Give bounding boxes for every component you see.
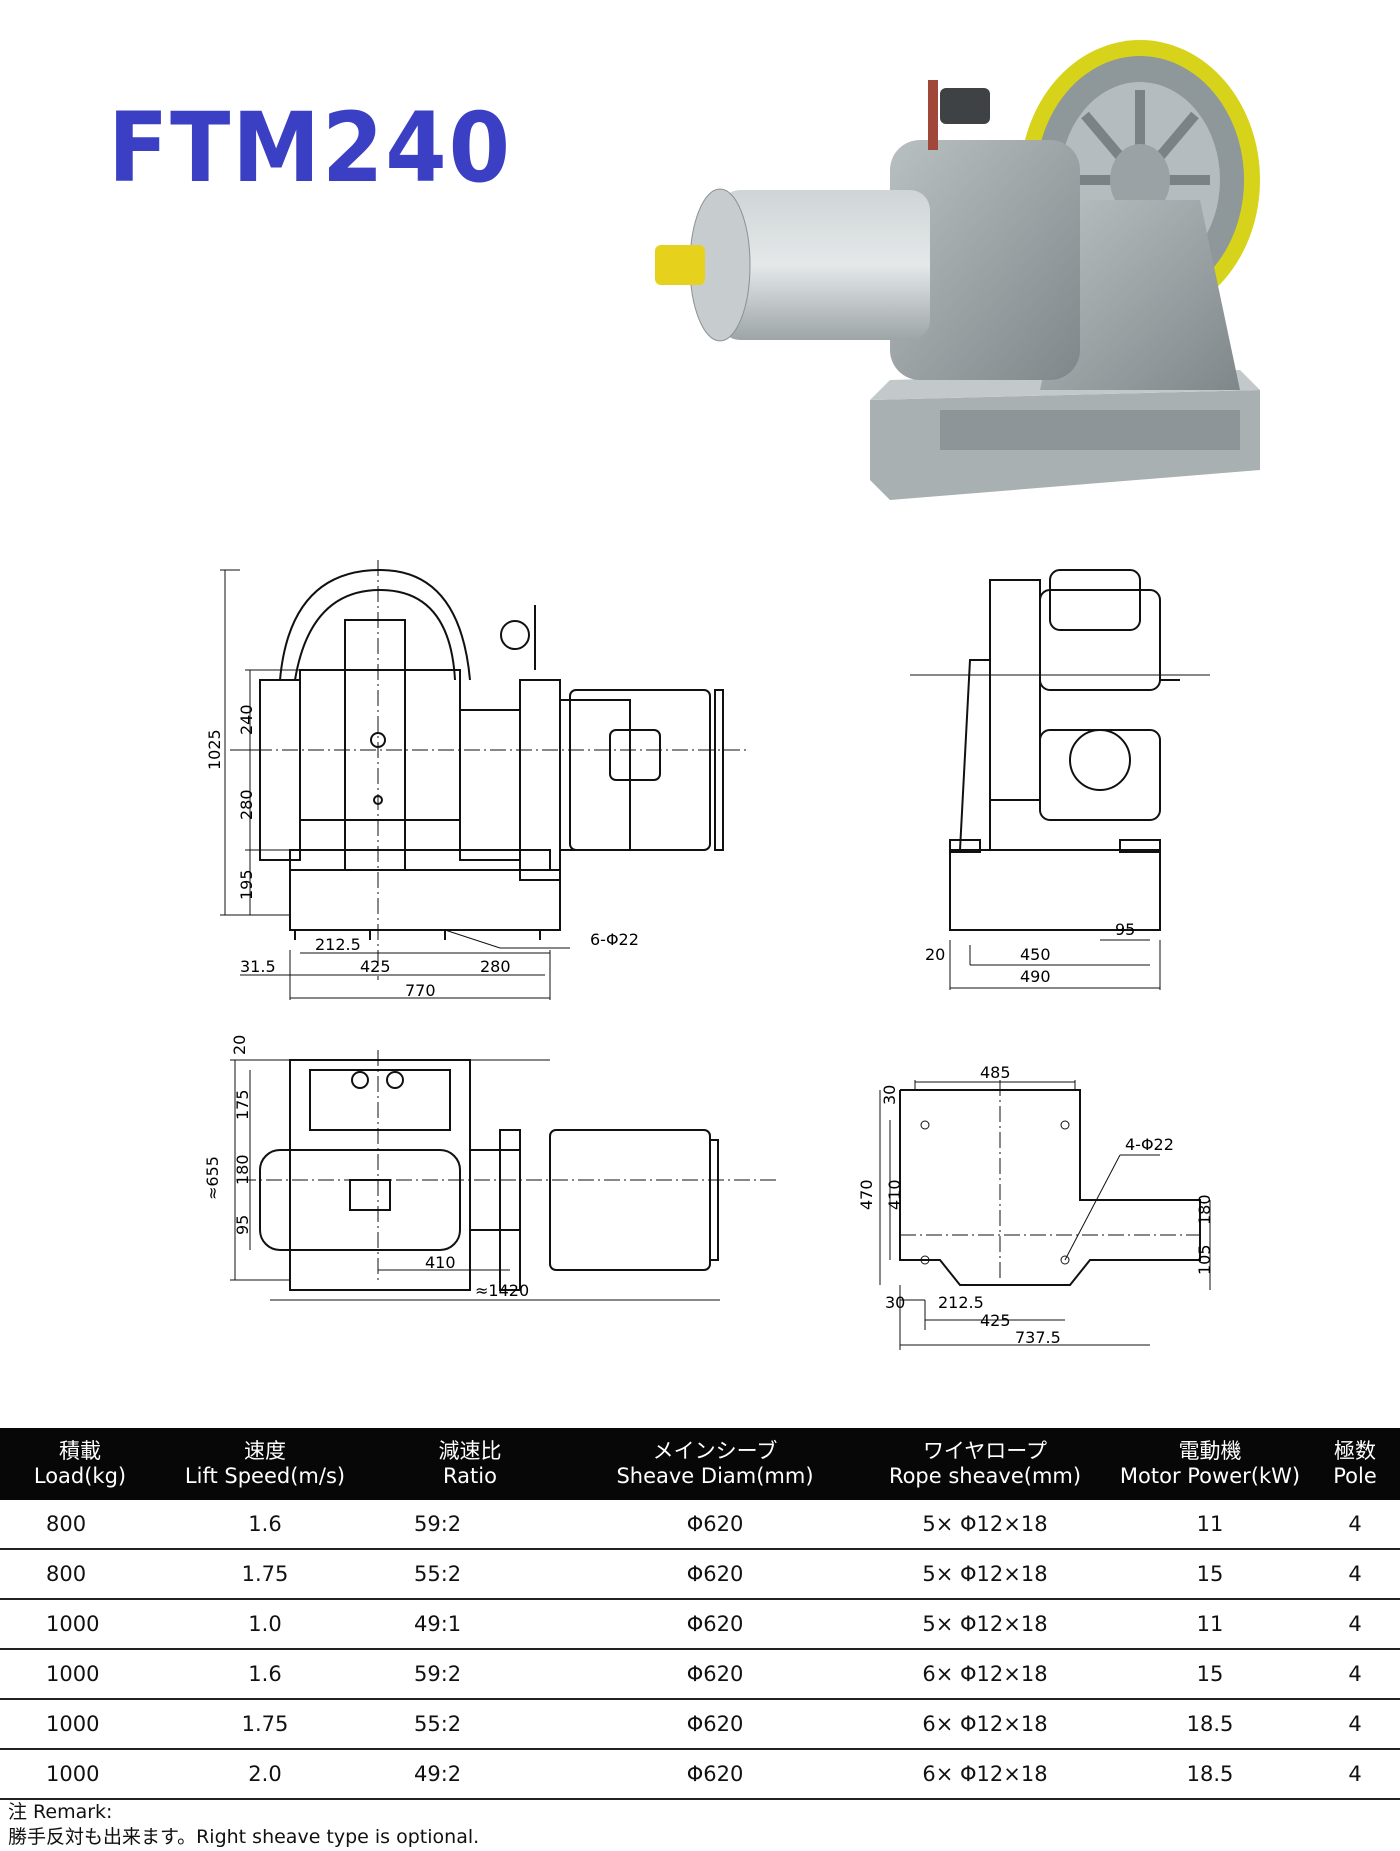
base-plan-drawing: 485 4-Φ22 30 470 410 180 105 30 212.5 42… [857, 1063, 1214, 1350]
base-bottom-1: 30 [885, 1293, 905, 1312]
front-view-drawing: 1025 240 280 195 212.5 31.5 425 280 770 … [205, 560, 750, 1000]
base-right-1: 180 [1195, 1194, 1214, 1225]
front-holes: 6-Φ22 [590, 930, 639, 949]
front-dim-2: 31.5 [240, 957, 276, 976]
base-bottom-2: 212.5 [938, 1293, 984, 1312]
remark-note: 注 Remark: 勝手反対も出来ます。Right sheave type is… [8, 1800, 479, 1850]
base-right-2: 105 [1195, 1244, 1214, 1275]
front-dim-3: 425 [360, 957, 391, 976]
base-bottom-4: 737.5 [1015, 1328, 1061, 1347]
side-dim-2: 20 [925, 945, 945, 964]
top-total: ≈655 [203, 1156, 222, 1200]
front-dim-5: 770 [405, 981, 436, 1000]
front-height-1: 240 [237, 704, 256, 735]
side-view-drawing: 95 20 450 490 [910, 569, 1210, 990]
base-top-dim: 485 [980, 1063, 1011, 1082]
front-dim-1: 212.5 [315, 935, 361, 954]
top-vert-1: 20 [230, 1035, 249, 1055]
front-height-2: 280 [237, 789, 256, 820]
base-holes: 4-Φ22 [1125, 1135, 1174, 1154]
front-height-3: 195 [237, 869, 256, 900]
remark-text: 勝手反対も出来ます。Right sheave type is optional. [8, 1826, 480, 1848]
front-dim-4: 280 [480, 957, 511, 976]
top-vert-2: 175 [233, 1089, 252, 1120]
remark-label: 注 Remark: [8, 1801, 113, 1823]
base-vert-1: 30 [880, 1085, 899, 1105]
top-vert-4: 95 [233, 1215, 252, 1235]
top-view-drawing: 20 175 180 95 ≈655 410 ≈1420 [203, 1035, 780, 1301]
top-horiz-1: 410 [425, 1253, 456, 1272]
product-title: FTM240 [108, 92, 512, 204]
side-dim-3: 450 [1020, 945, 1051, 964]
top-vert-3: 180 [233, 1154, 252, 1185]
side-dim-4: 490 [1020, 967, 1051, 986]
top-horiz-2: ≈1420 [475, 1281, 529, 1300]
front-height-total: 1025 [205, 729, 224, 770]
base-bottom-3: 425 [980, 1311, 1011, 1330]
base-vert-3: 410 [885, 1179, 904, 1210]
side-dim-1: 95 [1115, 920, 1135, 939]
base-vert-2: 470 [857, 1179, 876, 1210]
traction-machine-photo [655, 40, 1260, 500]
